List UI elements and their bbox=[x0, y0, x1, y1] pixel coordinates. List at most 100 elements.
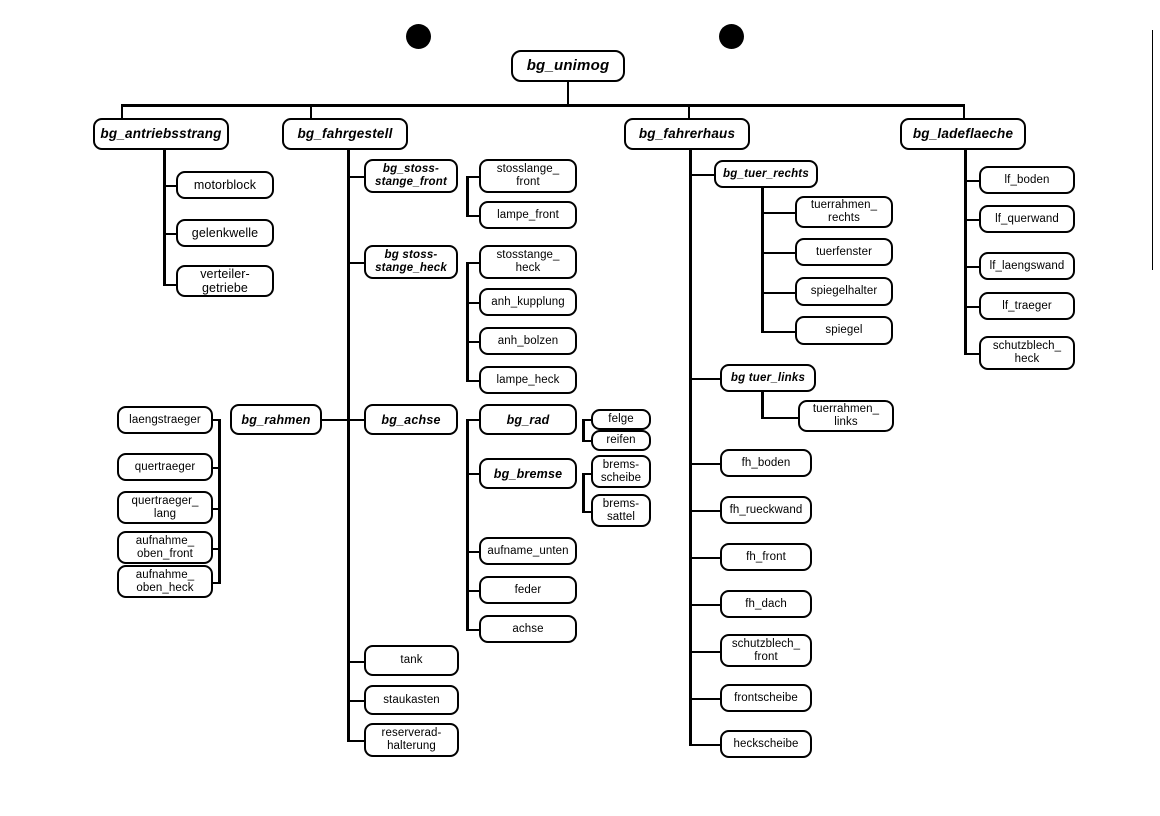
connector-rahmen-aufnahme-oben-front bbox=[211, 548, 221, 550]
connector-bus-drop-ladeflaeche bbox=[963, 104, 965, 118]
node-frontscheibe[interactable]: frontscheibe bbox=[720, 684, 812, 712]
connector-bremse-bremsscheibe bbox=[582, 473, 592, 475]
connector-fahrerhaus-fh-rueckwand bbox=[689, 510, 721, 512]
connector-ssfront-lampe-front bbox=[466, 215, 480, 217]
connector-trunk-tuer-rechts bbox=[761, 188, 764, 331]
node-bg-unimog[interactable]: bg_unimog bbox=[511, 50, 625, 82]
node-reserverad-halterung[interactable]: reserverad- halterung bbox=[364, 723, 459, 757]
connector-fahrerhaus-tuer-links bbox=[689, 378, 721, 380]
node-feder[interactable]: feder bbox=[479, 576, 577, 604]
connector-ladeflaeche-schutzblech-heck bbox=[964, 353, 980, 355]
connector-ladeflaeche-lf-laengswand bbox=[964, 266, 980, 268]
connector-ssfront-stosslange-front bbox=[466, 176, 480, 178]
node-lampe-heck[interactable]: lampe_heck bbox=[479, 366, 577, 394]
connector-tuerrechts-spiegel bbox=[761, 331, 796, 333]
node-bg-rad[interactable]: bg_rad bbox=[479, 404, 577, 435]
node-aufname-unten[interactable]: aufname_unten bbox=[479, 537, 577, 565]
node-felge[interactable]: felge bbox=[591, 409, 651, 430]
node-bg-stossstange-heck[interactable]: bg stoss- stange_heck bbox=[364, 245, 458, 279]
node-bg-achse[interactable]: bg_achse bbox=[364, 404, 458, 435]
connector-ladeflaeche-lf-boden bbox=[964, 180, 980, 182]
connector-fahrgestell-achse bbox=[347, 419, 365, 421]
connector-fahrgestell-stossstange-front bbox=[347, 176, 365, 178]
connector-achse-bremse bbox=[466, 473, 480, 475]
connector-trunk-achse bbox=[466, 419, 469, 629]
node-bg-fahrgestell[interactable]: bg_fahrgestell bbox=[282, 118, 408, 150]
node-lampe-front[interactable]: lampe_front bbox=[479, 201, 577, 229]
node-fh-front[interactable]: fh_front bbox=[720, 543, 812, 571]
connector-tuerrechts-tuerrahmen-rechts bbox=[761, 212, 796, 214]
node-bg-bremse[interactable]: bg_bremse bbox=[479, 458, 577, 489]
connector-ssheck-stosstange-heck bbox=[466, 262, 480, 264]
connector-bremse-bremssattel bbox=[582, 511, 592, 513]
node-gelenkwelle[interactable]: gelenkwelle bbox=[176, 219, 274, 247]
connector-tuerrechts-spiegelhalter bbox=[761, 292, 796, 294]
node-brems-sattel[interactable]: brems- sattel bbox=[591, 494, 651, 527]
node-anh-bolzen[interactable]: anh_bolzen bbox=[479, 327, 577, 355]
connector-ssheck-lampe-heck bbox=[466, 380, 480, 382]
connector-trunk-rad bbox=[582, 419, 585, 442]
connector-fahrerhaus-fh-dach bbox=[689, 604, 721, 606]
node-schutzblech-heck[interactable]: schutzblech_ heck bbox=[979, 336, 1075, 370]
node-tuerrahmen-rechts[interactable]: tuerrahmen_ rechts bbox=[795, 196, 893, 228]
connector-trunk-bremse bbox=[582, 473, 585, 512]
node-tuerrahmen-links[interactable]: tuerrahmen_ links bbox=[798, 400, 894, 432]
connector-fahrerhaus-fh-boden bbox=[689, 463, 721, 465]
node-quertraeger-lang[interactable]: quertraeger_ lang bbox=[117, 491, 213, 524]
node-lf-traeger[interactable]: lf_traeger bbox=[979, 292, 1075, 320]
node-verteiler-getriebe[interactable]: verteiler- getriebe bbox=[176, 265, 274, 297]
page-border-artifact bbox=[1152, 30, 1153, 270]
node-anh-kupplung[interactable]: anh_kupplung bbox=[479, 288, 577, 316]
node-bg-tuer-links[interactable]: bg tuer_links bbox=[720, 364, 816, 392]
node-fh-boden[interactable]: fh_boden bbox=[720, 449, 812, 477]
connector-top-bus bbox=[121, 104, 964, 107]
connector-trunk-tuer-links bbox=[761, 392, 764, 419]
node-motorblock[interactable]: motorblock bbox=[176, 171, 274, 199]
connector-antriebsstrang-motorblock bbox=[163, 185, 177, 187]
node-bg-stossstange-front[interactable]: bg_stoss- stange_front bbox=[364, 159, 458, 193]
node-reifen[interactable]: reifen bbox=[591, 430, 651, 451]
node-aufnahme-oben-heck[interactable]: aufnahme_ oben_heck bbox=[117, 565, 213, 598]
node-schutzblech-front[interactable]: schutzblech_ front bbox=[720, 634, 812, 667]
node-brems-scheibe[interactable]: brems- scheibe bbox=[591, 455, 651, 488]
connector-rahmen-quertraeger-lang bbox=[211, 508, 221, 510]
node-spiegelhalter[interactable]: spiegelhalter bbox=[795, 277, 893, 306]
node-stosstange-heck[interactable]: stosstange_ heck bbox=[479, 245, 577, 279]
node-bg-fahrerhaus[interactable]: bg_fahrerhaus bbox=[624, 118, 750, 150]
node-bg-rahmen[interactable]: bg_rahmen bbox=[230, 404, 322, 435]
connector-fahrgestell-staukasten bbox=[347, 700, 365, 702]
node-bg-ladeflaeche[interactable]: bg_ladeflaeche bbox=[900, 118, 1026, 150]
connector-achse-aufname-unten bbox=[466, 551, 480, 553]
connector-fahrerhaus-frontscheibe bbox=[689, 698, 721, 700]
connector-rahmen-quertraeger bbox=[211, 467, 221, 469]
connector-root-drop bbox=[567, 82, 569, 105]
node-heckscheibe[interactable]: heckscheibe bbox=[720, 730, 812, 758]
connector-fahrgestell-tank bbox=[347, 661, 365, 663]
node-lf-laengswand[interactable]: lf_laengswand bbox=[979, 252, 1075, 280]
node-achse[interactable]: achse bbox=[479, 615, 577, 643]
connector-trunk-fahrerhaus bbox=[689, 150, 692, 745]
node-bg-tuer-rechts[interactable]: bg_tuer_rechts bbox=[714, 160, 818, 188]
node-fh-rueckwand[interactable]: fh_rueckwand bbox=[720, 496, 812, 524]
node-staukasten[interactable]: staukasten bbox=[364, 685, 459, 715]
black-dot-right bbox=[719, 24, 744, 49]
connector-fahrerhaus-fh-front bbox=[689, 557, 721, 559]
connector-fahrerhaus-schutzblech-front bbox=[689, 651, 721, 653]
node-quertraeger[interactable]: quertraeger bbox=[117, 453, 213, 481]
node-spiegel[interactable]: spiegel bbox=[795, 316, 893, 345]
connector-rahmen-aufnahme-oben-heck bbox=[211, 582, 221, 584]
node-tuerfenster[interactable]: tuerfenster bbox=[795, 238, 893, 266]
node-lf-querwand[interactable]: lf_querwand bbox=[979, 205, 1075, 233]
node-fh-dach[interactable]: fh_dach bbox=[720, 590, 812, 618]
node-tank[interactable]: tank bbox=[364, 645, 459, 676]
node-stosslange-front[interactable]: stosslange_ front bbox=[479, 159, 577, 193]
node-laengstraeger[interactable]: laengstraeger bbox=[117, 406, 213, 434]
node-aufnahme-oben-front[interactable]: aufnahme_ oben_front bbox=[117, 531, 213, 564]
node-lf-boden[interactable]: lf_boden bbox=[979, 166, 1075, 194]
connector-trunk-antriebsstrang bbox=[163, 150, 166, 286]
node-bg-antriebsstrang[interactable]: bg_antriebsstrang bbox=[93, 118, 229, 150]
connector-fahrgestell-rahmen bbox=[320, 419, 349, 421]
connector-ssheck-anh-kupplung bbox=[466, 302, 480, 304]
connector-fahrerhaus-tuer-rechts bbox=[689, 174, 715, 176]
